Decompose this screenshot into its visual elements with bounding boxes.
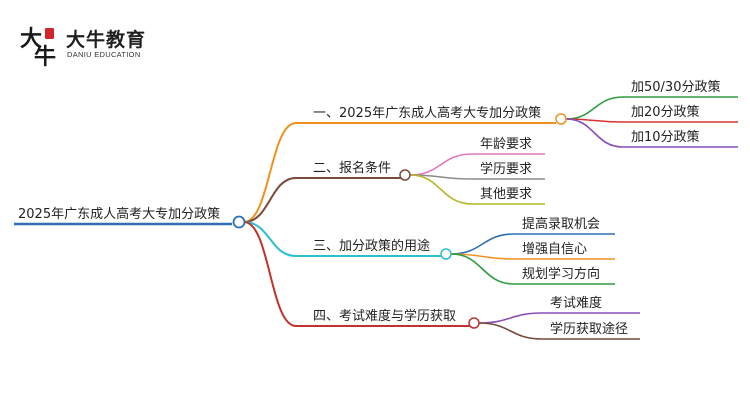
branch-3-child-1-label: 提高录取机会 (522, 216, 600, 232)
brand-logo: 大 牛 大牛教育 DANIU EDUCATION (18, 22, 178, 68)
branch-2-child-2-label: 学历要求 (480, 161, 532, 177)
branch-1-child-3-link (565, 118, 624, 148)
logo-seal (45, 28, 54, 39)
branch-2-junction-circle (399, 169, 411, 181)
branch-2-child-1-link (409, 153, 473, 176)
branch-1-child-1-label: 加50/30分政策 (631, 79, 720, 95)
branch-3-child-2-label: 增强自信心 (522, 242, 587, 257)
logo-mark-char-2: 牛 (34, 44, 56, 68)
branch-1-junction-circle (555, 113, 567, 125)
root-to-branch-1-link (243, 122, 297, 223)
branch-3-child-1-link (450, 233, 515, 255)
mindmap-links (14, 96, 738, 340)
branch-1-child-1-link (565, 96, 624, 120)
branch-4-label: 四、考试难度与学历获取 (313, 308, 456, 324)
branch-2-label: 二、报名条件 (313, 160, 391, 176)
root-junction-circle (232, 215, 246, 229)
daniu-logo-mark-icon: 大 牛 (20, 26, 56, 68)
branch-1-child-3-label: 加10分政策 (631, 129, 700, 145)
branch-1-label: 一、2025年广东成人高考大专加分政策 (313, 105, 541, 121)
logo-mark-char-1: 大 (20, 26, 42, 52)
branch-3-child-3-link (450, 253, 515, 285)
branch-2-child-3-link (409, 174, 473, 205)
root-to-branch-4-link (243, 221, 297, 327)
branch-3-child-3-label: 规划学习方向 (522, 266, 600, 282)
root-to-branch-3-link (243, 221, 297, 257)
branch-4-child-1-label: 考试难度 (550, 295, 602, 311)
branch-2-child-3-label: 其他要求 (480, 187, 532, 202)
branch-4-child-1-link (478, 312, 543, 324)
brand-name: 大牛教育 (66, 29, 147, 51)
root-to-branch-2-link (243, 177, 297, 223)
branch-4-child-2-link (478, 322, 543, 340)
branch-4-child-2-label: 学历获取途径 (550, 321, 628, 337)
root-node-label: 2025年广东成人高考大专加分政策 (18, 206, 220, 222)
branch-2-child-1-label: 年龄要求 (480, 137, 532, 152)
brand-subtitle: DANIU EDUCATION (67, 50, 141, 59)
branch-3-junction-circle (440, 248, 452, 260)
branch-3-label: 三、加分政策的用途 (313, 238, 430, 254)
mindmap-nodes: 2025年广东成人高考大专加分政策 一、2025年广东成人高考大专加分政策 加50/… (18, 79, 720, 337)
branch-1-child-2-label: 加20分政策 (631, 104, 700, 120)
branch-4-junction-circle (468, 317, 480, 329)
